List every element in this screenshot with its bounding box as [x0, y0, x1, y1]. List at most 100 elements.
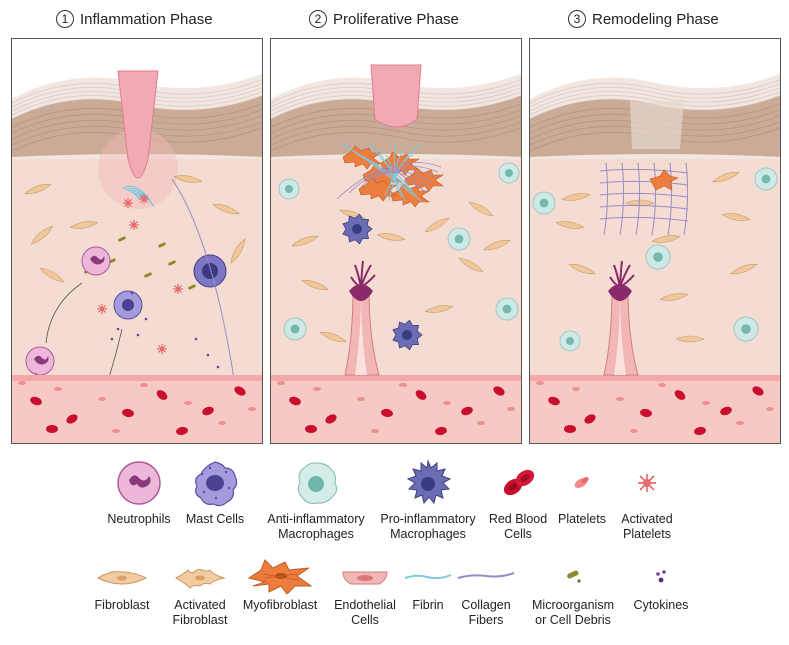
red-blood-cell	[584, 414, 596, 424]
legend-label-myofibroblast: Myofibroblast	[242, 598, 318, 612]
red-blood-cell	[46, 425, 58, 433]
tissue-cells	[555, 171, 758, 343]
fibroblast	[675, 335, 705, 343]
fibroblast	[730, 263, 758, 275]
myofibroblast-icon	[247, 559, 313, 595]
fibroblast	[24, 183, 52, 195]
activated-platelet-icon	[638, 474, 656, 492]
legend-label-mast-cells: Mast Cells	[185, 512, 245, 526]
red-blood-cell	[156, 390, 168, 400]
fibroblast	[173, 175, 203, 183]
red-blood-cell	[461, 406, 473, 416]
tissue-cells	[291, 201, 511, 343]
red-blood-cell	[720, 406, 732, 416]
platelet	[98, 397, 106, 401]
legend-label-fibrin: Fibrin	[412, 598, 444, 612]
anti-inflammatory-macrophage	[645, 244, 671, 270]
red-blood-cell	[493, 386, 505, 396]
anti-inflammatory-macrophage	[447, 227, 471, 251]
fibroblast	[30, 225, 54, 245]
platelet	[140, 383, 148, 387]
activated-platelets	[97, 194, 183, 354]
microorganism-icon	[567, 570, 581, 583]
anti-inflammatory-macrophage	[733, 316, 759, 342]
platelet-icon	[574, 477, 589, 488]
red-blood-cell	[289, 396, 301, 406]
platelet	[277, 381, 285, 385]
blood-vessel	[271, 260, 521, 443]
fibroblast	[651, 235, 681, 243]
red-blood-cell	[548, 396, 560, 406]
inflammation-panel	[11, 38, 263, 444]
legend-label-cytokines: Cytokines	[633, 598, 689, 612]
remodeling-illustration	[530, 39, 780, 443]
platelet	[112, 429, 120, 433]
phase-2-title: 2 Proliferative Phase	[309, 8, 459, 30]
pro-inflammatory-macrophage	[342, 213, 373, 245]
fibroblast	[468, 201, 494, 217]
scar-patch	[630, 99, 684, 149]
phase-2-number: 2	[309, 10, 327, 28]
platelet	[658, 383, 666, 387]
platelet	[536, 381, 544, 385]
legend-label-neutrophils: Neutrophils	[107, 512, 171, 526]
fibroblast	[39, 267, 65, 283]
fibroblast	[69, 221, 99, 229]
proliferative-illustration	[271, 39, 521, 443]
blood-vessel	[12, 375, 262, 443]
fibroblast	[424, 217, 450, 233]
fibroblast	[230, 238, 246, 264]
collagen-network	[336, 161, 442, 200]
platelet	[736, 421, 744, 425]
anti-inflammatory-macrophage	[495, 297, 519, 321]
red-blood-cell-icon	[503, 469, 535, 496]
legend-platelets: Platelets	[554, 458, 610, 527]
tissue-cells	[24, 175, 246, 283]
microorganisms	[84, 236, 196, 290]
red-blood-cell	[30, 396, 42, 406]
platelet	[443, 401, 451, 405]
fibroblast	[301, 279, 329, 291]
fibroblast	[291, 235, 319, 247]
mast-cell	[113, 290, 143, 320]
pro-inflammatory-macrophage	[392, 319, 423, 351]
activated-fibroblast-icon	[174, 568, 226, 589]
platelet	[702, 401, 710, 405]
fibroblast	[568, 263, 596, 275]
fibroblast	[712, 171, 740, 183]
fibroblast	[212, 203, 240, 215]
blood-vessel	[530, 260, 780, 443]
red-blood-cell	[694, 426, 706, 436]
wound-scab	[370, 64, 422, 128]
platelet	[630, 429, 638, 433]
collagen-grid	[599, 162, 689, 236]
legend-mast-cells: Mast Cells	[180, 458, 250, 527]
endothelial-cell-icon	[342, 571, 388, 585]
legend-myofibroblast: Myofibroblast	[238, 556, 322, 613]
phase-1-title: 1 Inflammation Phase	[56, 8, 213, 30]
red-blood-cell	[752, 386, 764, 396]
red-blood-cell	[640, 408, 652, 418]
red-blood-cell	[381, 408, 393, 418]
tip-cell	[608, 260, 635, 301]
red-blood-cell	[202, 406, 214, 416]
anti-inflammatory-macrophage	[498, 162, 520, 184]
red-blood-cell	[415, 390, 427, 400]
fibroblast	[659, 293, 689, 301]
fibroblast	[376, 233, 406, 241]
platelet	[572, 387, 580, 391]
phase-1-number: 1	[56, 10, 74, 28]
cytokines	[110, 291, 220, 369]
legend-fibroblast: Fibroblast	[82, 560, 162, 613]
